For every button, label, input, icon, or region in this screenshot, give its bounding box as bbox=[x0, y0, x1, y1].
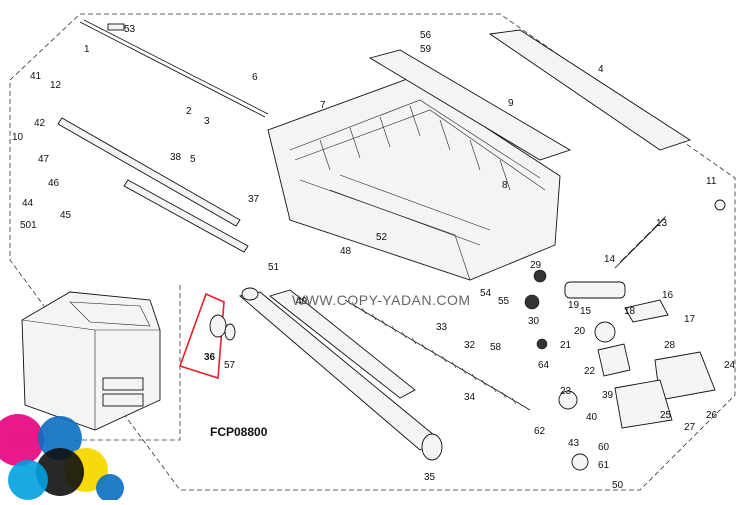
callout-58: 58 bbox=[490, 342, 502, 353]
callout-15: 15 bbox=[580, 306, 592, 317]
callout-60: 60 bbox=[598, 442, 610, 453]
callout-12: 12 bbox=[50, 80, 62, 91]
callout-48: 48 bbox=[340, 246, 352, 257]
callout-10: 10 bbox=[12, 132, 24, 143]
callout-2: 2 bbox=[186, 106, 192, 117]
callout-33: 33 bbox=[436, 322, 448, 333]
callout-52: 52 bbox=[376, 232, 388, 243]
callout-61: 61 bbox=[598, 460, 610, 471]
callout-53: 53 bbox=[124, 24, 136, 35]
callout-19: 19 bbox=[568, 300, 580, 311]
callout-13: 13 bbox=[656, 218, 668, 229]
callout-3: 3 bbox=[204, 116, 210, 127]
part-roller bbox=[239, 287, 531, 461]
callout-28: 28 bbox=[664, 340, 676, 351]
callout-8: 8 bbox=[502, 180, 508, 191]
callout-45: 45 bbox=[60, 210, 72, 221]
callout-32: 32 bbox=[464, 340, 476, 351]
callout-26: 26 bbox=[706, 410, 718, 421]
callout-18: 18 bbox=[624, 306, 636, 317]
callout-labels: 5314112421047464544501383256737485289456… bbox=[12, 24, 736, 491]
callout-59: 59 bbox=[420, 44, 432, 55]
callout-42: 42 bbox=[34, 118, 46, 129]
callout-27: 27 bbox=[684, 422, 696, 433]
callout-6: 6 bbox=[252, 72, 258, 83]
part-rail bbox=[57, 117, 249, 253]
callout-22: 22 bbox=[584, 366, 596, 377]
callout-64: 64 bbox=[538, 360, 550, 371]
highlighted-part-36 bbox=[178, 292, 236, 380]
callout-39: 39 bbox=[602, 390, 614, 401]
callout-44: 44 bbox=[22, 198, 34, 209]
callout-37: 37 bbox=[248, 194, 260, 205]
part-rod bbox=[79, 19, 269, 118]
callout-21: 21 bbox=[560, 340, 572, 351]
callout-23: 23 bbox=[560, 386, 572, 397]
callout-56: 56 bbox=[420, 30, 432, 41]
callout-35: 35 bbox=[424, 472, 436, 483]
callout-55: 55 bbox=[498, 296, 510, 307]
callout-1: 1 bbox=[84, 44, 90, 55]
callout-7: 7 bbox=[320, 100, 326, 111]
callout-5: 5 bbox=[190, 154, 196, 165]
diagram-code: FCP08800 bbox=[210, 425, 268, 439]
callout-36: 36 bbox=[204, 352, 216, 363]
callout-9: 9 bbox=[508, 98, 514, 109]
callout-34: 34 bbox=[464, 392, 476, 403]
watermark-text: WWW.COPY-YADAN.COM bbox=[292, 292, 471, 308]
callout-57: 57 bbox=[224, 360, 236, 371]
callout-49: 49 bbox=[296, 296, 308, 307]
callout-17: 17 bbox=[684, 314, 696, 325]
callout-29: 29 bbox=[530, 260, 542, 271]
callout-50: 50 bbox=[612, 480, 624, 491]
callout-11: 11 bbox=[706, 176, 717, 187]
callout-30: 30 bbox=[528, 316, 540, 327]
callout-501: 501 bbox=[20, 220, 37, 231]
drive-train bbox=[524, 199, 726, 471]
main-frame bbox=[267, 77, 561, 281]
callout-40: 40 bbox=[586, 412, 598, 423]
callout-25: 25 bbox=[660, 410, 672, 421]
callout-24: 24 bbox=[724, 360, 736, 371]
callout-62: 62 bbox=[534, 426, 546, 437]
callout-51: 51 bbox=[268, 262, 280, 273]
callout-54: 54 bbox=[480, 288, 492, 299]
callout-20: 20 bbox=[574, 326, 586, 337]
cmyk-logo bbox=[0, 414, 124, 502]
callout-16: 16 bbox=[662, 290, 674, 301]
top-plates bbox=[368, 29, 692, 161]
printer-inset bbox=[21, 291, 161, 431]
callout-14: 14 bbox=[604, 254, 616, 265]
callout-43: 43 bbox=[568, 438, 580, 449]
callout-38: 38 bbox=[170, 152, 182, 163]
callout-46: 46 bbox=[48, 178, 60, 189]
callout-47: 47 bbox=[38, 154, 50, 165]
callout-4: 4 bbox=[598, 64, 604, 75]
callout-41: 41 bbox=[30, 71, 42, 82]
